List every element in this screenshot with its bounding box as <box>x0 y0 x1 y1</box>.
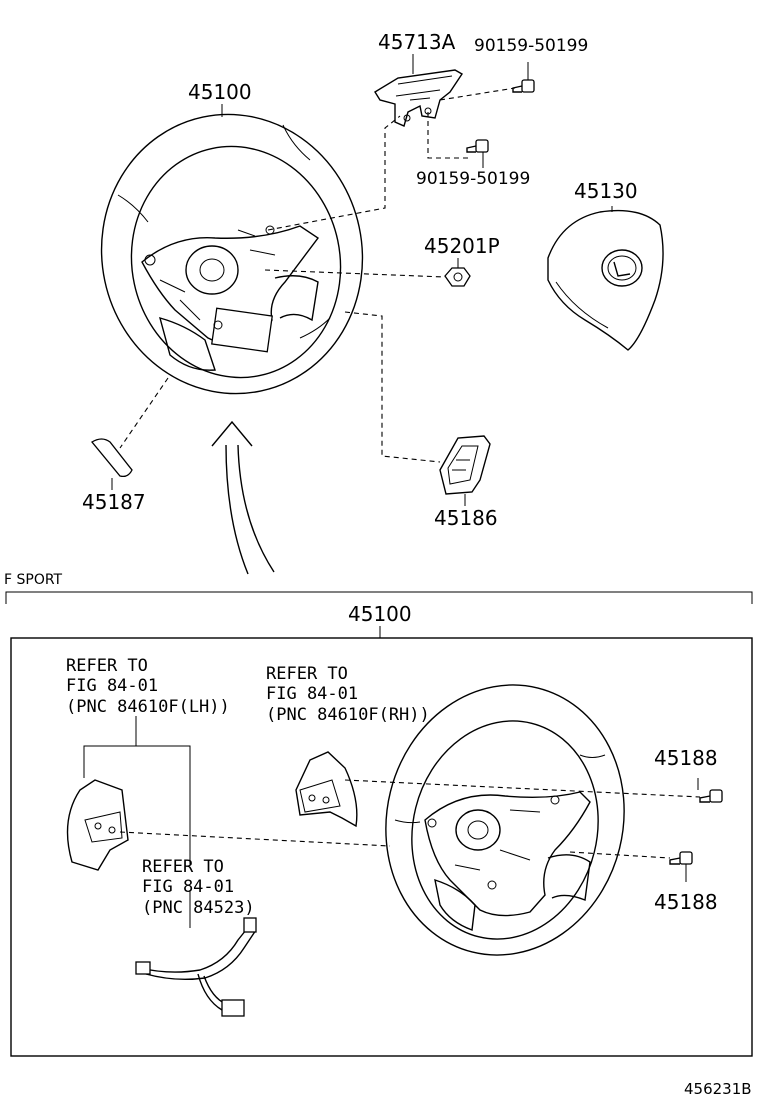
part-number-45713A: 45713A <box>378 30 456 54</box>
bolt-45188-bottom <box>669 851 693 882</box>
part-number-45100-fsport: 45100 <box>348 602 412 626</box>
part-number-45100-top: 45100 <box>188 80 252 104</box>
fsport-box <box>10 637 753 1057</box>
dash-wheel-45186 <box>344 311 441 463</box>
reference-note-harness: REFER TO FIG 84-01 (PNC 84523) <box>142 857 255 918</box>
dash-wheel-bracket <box>267 115 401 231</box>
diagram-code: 456231B <box>684 1080 752 1098</box>
fsport-bracket <box>5 591 753 604</box>
dash-paddle-lh-wheel <box>119 831 391 847</box>
part-number-45188-top: 45188 <box>654 746 718 770</box>
dash-bracket-bolt-bottom <box>427 112 468 159</box>
reference-note-rh: REFER TO FIG 84-01 (PNC 84610F(RH)) <box>266 664 430 725</box>
part-number-45186: 45186 <box>434 506 498 530</box>
wire-harness-84523 <box>135 890 257 1017</box>
paddle-shifter-lh <box>66 779 129 871</box>
part-number-90159-top: 90159-50199 <box>474 36 589 56</box>
paddle-shifter-rh <box>295 751 358 828</box>
steering-wheel-45100-fsport <box>385 684 625 956</box>
part-number-45187: 45187 <box>82 490 146 514</box>
bolt-45188-top <box>697 778 723 803</box>
section-label-fsport: F SPORT <box>4 572 63 588</box>
steering-wheel-45100-top <box>100 113 364 395</box>
bolt-90159-bottom <box>466 139 489 168</box>
dash-wheel-45187 <box>119 377 169 449</box>
cover-45187 <box>91 438 133 490</box>
dash-paddle-rh-bolt <box>344 779 701 798</box>
ref-bracket-lh <box>83 716 191 865</box>
dash-bracket-bolt-top <box>439 87 516 101</box>
airbag-45130 <box>547 206 664 351</box>
bolt-90159-top <box>512 62 535 93</box>
cover-45186 <box>439 435 491 506</box>
switch-bracket-45713A <box>374 54 463 127</box>
arrow-to-fsport <box>211 420 275 575</box>
dash-wheel-nut <box>264 269 446 278</box>
nut-45201P <box>444 258 471 287</box>
part-number-45188-bottom: 45188 <box>654 890 718 914</box>
part-number-45201P: 45201P <box>424 234 500 258</box>
part-number-45130: 45130 <box>574 179 638 203</box>
part-number-90159-bottom: 90159-50199 <box>416 169 531 189</box>
dash-wheel-bolt-bottom <box>569 851 671 859</box>
reference-note-lh: REFER TO FIG 84-01 (PNC 84610F(LH)) <box>66 656 230 717</box>
